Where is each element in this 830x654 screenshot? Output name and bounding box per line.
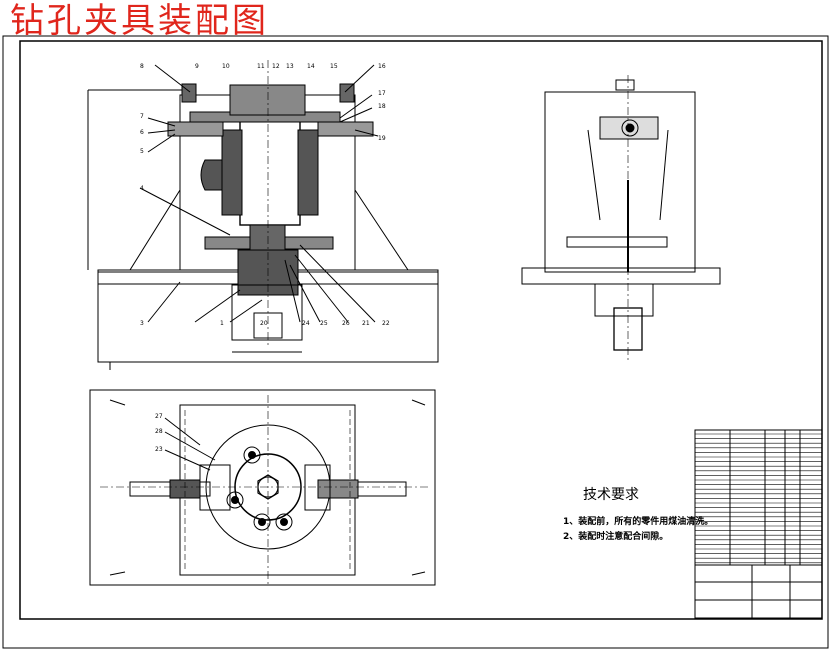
outer-border bbox=[2, 35, 829, 649]
drill-bushing-plate bbox=[229, 84, 306, 116]
callout-13: 13 bbox=[286, 63, 294, 70]
side-view-base bbox=[521, 267, 721, 285]
parts-list-rows bbox=[695, 433, 822, 564]
callout-16: 16 bbox=[378, 63, 386, 70]
callout-24: 24 bbox=[302, 320, 310, 327]
workpiece bbox=[239, 119, 301, 226]
technical-requirement-1: 1、装配前，所有的零件用煤油清洗。 bbox=[563, 517, 714, 527]
callout-5: 5 bbox=[140, 148, 144, 155]
side-view-body bbox=[544, 91, 696, 273]
callout-27: 27 bbox=[155, 413, 163, 420]
technical-requirements-heading: 技术要求 bbox=[583, 487, 639, 503]
technical-requirement-2: 2、装配时注意配合间隙。 bbox=[563, 532, 669, 542]
callout-9: 9 bbox=[195, 63, 199, 70]
title-block bbox=[694, 564, 823, 619]
callout-4: 4 bbox=[140, 185, 144, 192]
drawing-title: 钻孔夹具装配图 bbox=[10, 1, 269, 41]
side-view bbox=[521, 75, 721, 360]
callout-26: 26 bbox=[342, 320, 350, 327]
callout-23: 23 bbox=[155, 446, 163, 453]
callout-28: 28 bbox=[155, 428, 163, 435]
left-clamp-screw bbox=[167, 121, 224, 137]
callout-12: 12 bbox=[272, 63, 280, 70]
parts-list-title-block bbox=[694, 429, 823, 619]
callout-18: 18 bbox=[378, 103, 386, 110]
callout-25: 25 bbox=[320, 320, 328, 327]
callout-1: 1 bbox=[220, 320, 224, 327]
workpiece-hatch-right bbox=[297, 129, 319, 216]
callout-20: 20 bbox=[260, 320, 268, 327]
callout-11: 11 bbox=[257, 63, 265, 70]
callout-8: 8 bbox=[140, 63, 144, 70]
inner-frame bbox=[19, 40, 823, 620]
callout-6: 6 bbox=[140, 129, 144, 136]
callout-22: 22 bbox=[382, 320, 390, 327]
callout-17: 17 bbox=[378, 90, 386, 97]
right-clamp-screw bbox=[317, 121, 374, 137]
callout-21: 21 bbox=[362, 320, 370, 327]
workpiece-hatch-left bbox=[221, 129, 243, 216]
top-view bbox=[89, 389, 436, 586]
callout-7: 7 bbox=[140, 113, 144, 120]
callout-19: 19 bbox=[378, 135, 386, 142]
top-view-base bbox=[89, 389, 436, 586]
callout-14: 14 bbox=[307, 63, 315, 70]
callout-10: 10 bbox=[222, 63, 230, 70]
callout-3: 3 bbox=[140, 320, 144, 327]
front-view bbox=[87, 60, 439, 370]
parts-list-frame bbox=[694, 429, 823, 619]
callout-15: 15 bbox=[330, 63, 338, 70]
